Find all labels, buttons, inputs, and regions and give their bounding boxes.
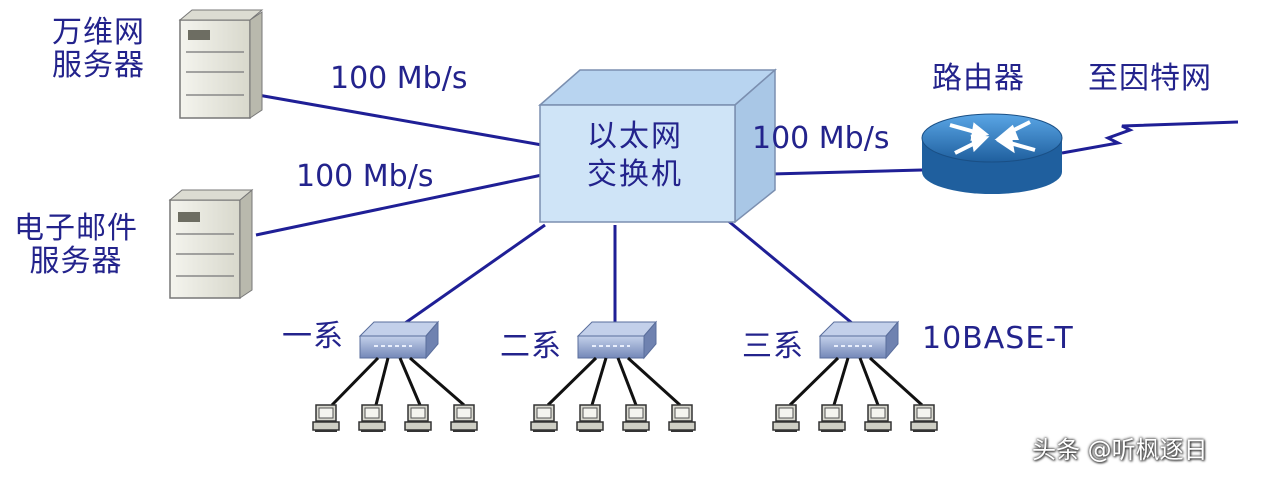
computer-icon <box>450 404 478 432</box>
hub-icon <box>358 320 440 360</box>
computer-icon <box>622 404 650 432</box>
mail-server-label: 电子邮件 服务器 <box>14 212 138 278</box>
lightning-link-icon <box>1061 120 1239 155</box>
computer-icon <box>910 404 938 432</box>
mail-server-label-line1: 电子邮件 <box>14 211 138 246</box>
mail-server-icon <box>168 188 254 299</box>
link-web-server <box>257 93 543 147</box>
computer-group-dept1 <box>312 404 478 432</box>
internet-label: 至因特网 <box>1088 61 1212 96</box>
hub-icon <box>818 320 900 360</box>
switch-box-icon <box>538 68 777 224</box>
computer-icon <box>530 404 558 432</box>
switch-label: 以太网 交换机 <box>540 118 730 193</box>
computer-icon <box>576 404 604 432</box>
link-dept3 <box>714 208 859 330</box>
web-server-label: 万维网 服务器 <box>52 16 145 82</box>
switch-label-line2: 交换机 <box>587 156 683 192</box>
web-server-icon <box>178 9 264 119</box>
link-dept1 <box>397 223 546 330</box>
hub-icon <box>576 320 658 360</box>
computer-group-dept3 <box>772 404 938 432</box>
router-label: 路由器 <box>932 61 1025 96</box>
speed-label-web: 100 Mb/s <box>330 61 468 96</box>
computer-icon <box>404 404 432 432</box>
computer-icon <box>668 404 696 432</box>
computer-icon <box>312 404 340 432</box>
speed-label-mail: 100 Mb/s <box>296 159 434 194</box>
link-mail-server <box>255 173 543 237</box>
hub-standard-label: 10BASE-T <box>922 321 1074 356</box>
switch-label-line1: 以太网 <box>587 119 683 154</box>
computer-icon <box>772 404 800 432</box>
dept1-label: 一系 <box>282 319 344 354</box>
mail-server-label-line2: 服务器 <box>29 244 123 279</box>
watermark: 头条 @听枫逐日 <box>1032 436 1208 464</box>
router-icon <box>921 113 1063 194</box>
web-server-label-line2: 服务器 <box>52 48 145 83</box>
computer-group-dept2 <box>530 404 696 432</box>
speed-label-router: 100 Mb/s <box>752 121 890 156</box>
pc-wires <box>330 356 924 407</box>
dept2-label: 二系 <box>500 329 562 364</box>
dept3-label: 三系 <box>742 329 804 364</box>
web-server-label-line1: 万维网 <box>52 15 145 50</box>
computer-icon <box>358 404 386 432</box>
computer-icon <box>864 404 892 432</box>
computer-icon <box>818 404 846 432</box>
